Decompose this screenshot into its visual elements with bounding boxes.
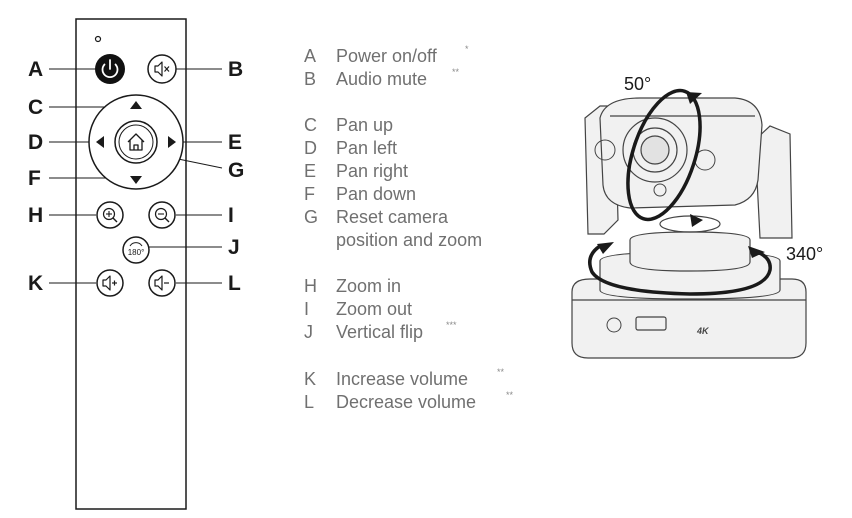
legend-footnote-mark: * <box>465 44 469 54</box>
power-icon <box>101 59 119 78</box>
home-button[interactable] <box>114 120 158 164</box>
volume-up-button[interactable] <box>96 269 124 297</box>
microphone-grille <box>659 215 721 233</box>
pan-angle-label: 340° <box>786 244 823 264</box>
zoom-out-icon <box>154 207 170 223</box>
power-button[interactable] <box>95 54 125 84</box>
zoom-in-icon <box>102 207 118 223</box>
mute-icon <box>154 61 170 77</box>
callout-l: L <box>228 272 241 295</box>
legend-key: G <box>304 207 318 227</box>
vertical-flip-button[interactable]: 180° <box>122 236 150 264</box>
remote-body <box>75 18 187 510</box>
mute-button[interactable] <box>147 54 177 84</box>
callout-h: H <box>28 204 43 227</box>
legend: A Power on/off * B Audio mute ** C Pan u… <box>304 44 514 412</box>
legend-footnote-mark: ** <box>497 367 505 377</box>
callout-g: G <box>228 159 244 182</box>
legend-key: H <box>304 276 317 296</box>
legend-label: Zoom in <box>336 276 401 296</box>
legend-footnote-mark: ** <box>452 67 460 77</box>
legend-label: Audio mute <box>336 69 427 89</box>
legend-key: I <box>304 299 309 319</box>
legend-label: Reset camera <box>336 207 449 227</box>
legend-key: J <box>304 322 313 342</box>
callout-e: E <box>228 131 242 154</box>
legend-key: B <box>304 69 316 89</box>
callout-a: A <box>28 58 43 81</box>
legend-key: K <box>304 369 316 389</box>
legend-footnote-mark: *** <box>446 320 457 330</box>
legend-label: Decrease volume <box>336 392 476 412</box>
callout-k: K <box>28 272 43 295</box>
camera-base: 4K <box>571 278 807 359</box>
pan-up-button[interactable] <box>130 101 142 109</box>
zoom-out-button[interactable] <box>148 201 176 229</box>
legend-label: Pan right <box>336 161 408 181</box>
pan-arrow <box>588 242 772 296</box>
legend-key: E <box>304 161 316 181</box>
flip-button-label: 180° <box>128 248 145 257</box>
ir-led-left-icon <box>594 139 616 161</box>
tilt-arrow <box>626 88 703 227</box>
pan-right-button[interactable] <box>168 136 176 148</box>
legend-key: A <box>304 46 316 66</box>
legend-footnote-mark: ** <box>506 390 514 400</box>
legend-key: C <box>304 115 317 135</box>
legend-label: Vertical flip <box>336 322 423 342</box>
legend-label: Pan left <box>336 138 397 158</box>
volume-down-button[interactable] <box>148 269 176 297</box>
callout-d: D <box>28 131 43 154</box>
turret-top <box>629 231 751 272</box>
zoom-in-button[interactable] <box>96 201 124 229</box>
legend-label: Pan down <box>336 184 416 204</box>
flip-arrow-icon <box>129 242 143 247</box>
ptz-camera: 4K 50° 340° <box>571 74 823 359</box>
volume-down-icon <box>154 275 169 291</box>
legend-label-continued: position and zoom <box>336 230 482 250</box>
legend-key: L <box>304 392 314 412</box>
pan-left-button[interactable] <box>96 136 104 148</box>
callout-b: B <box>228 58 243 81</box>
volume-up-icon <box>102 275 117 291</box>
legend-label: Increase volume <box>336 369 468 389</box>
brand-logo-icon <box>606 317 622 333</box>
legend-label: Zoom out <box>336 299 412 319</box>
right-yoke-arm <box>754 125 793 239</box>
legend-key: F <box>304 184 315 204</box>
legend-label: Pan up <box>336 115 393 135</box>
home-icon <box>127 133 145 151</box>
legend-label: Power on/off <box>336 46 438 66</box>
callout-f: F <box>28 167 41 190</box>
remote-control: 180° A B C D E F G H I J K <box>28 18 244 510</box>
indicator-led <box>94 35 102 43</box>
directional-pad <box>88 94 184 190</box>
sensor-icon <box>653 183 667 197</box>
callout-c: C <box>28 96 43 119</box>
callout-j: J <box>228 236 240 259</box>
callout-i: I <box>228 204 234 227</box>
legend-key: D <box>304 138 317 158</box>
resolution-badge: 4K <box>696 326 710 336</box>
pan-down-button[interactable] <box>130 176 142 184</box>
tilt-angle-label: 50° <box>624 74 651 94</box>
